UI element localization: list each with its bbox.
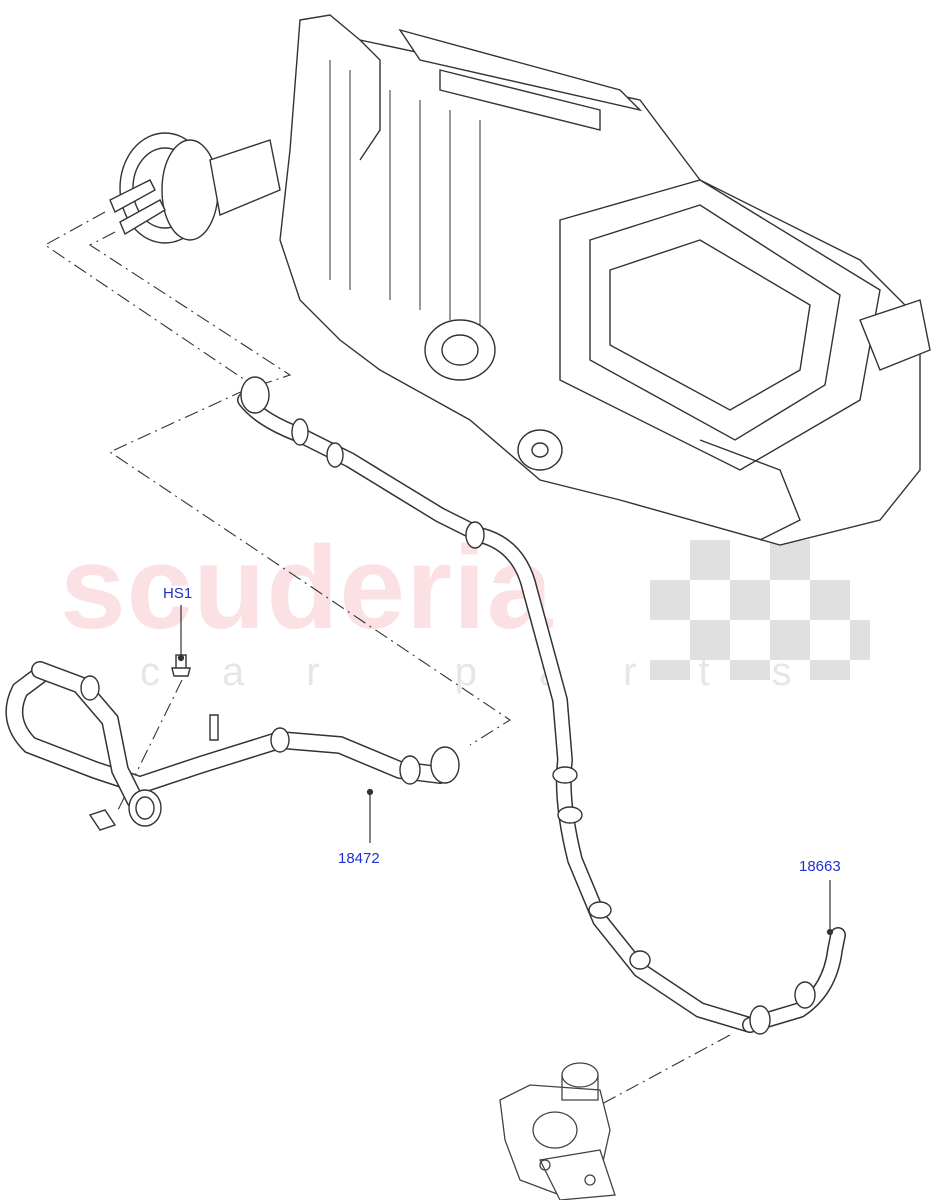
watermark-checker	[650, 540, 870, 680]
callout-part-18663[interactable]: 18663	[799, 858, 841, 875]
hose-18472	[5, 654, 460, 831]
coolant-pump	[499, 1062, 616, 1200]
heater-core-outlet	[109, 132, 281, 244]
leader-lines	[177, 605, 834, 936]
heater-unit	[279, 14, 931, 546]
callout-hs1[interactable]: HS1	[163, 585, 193, 602]
reference-lines	[43, 211, 731, 1106]
callout-part-18472[interactable]: 18472	[338, 850, 380, 867]
hose-18663	[237, 376, 846, 1035]
